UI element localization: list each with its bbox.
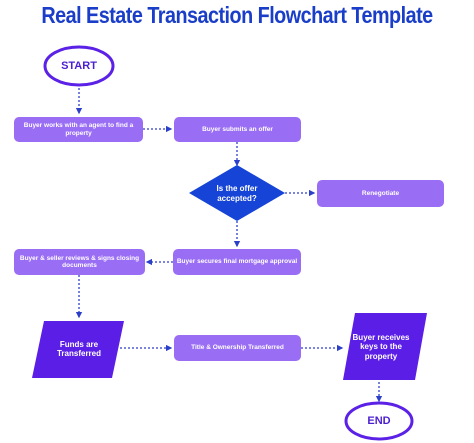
closing-label: Buyer & seller reviews & signs closing d… (19, 254, 140, 269)
end-label: END (367, 414, 391, 427)
page-title: Real Estate Transaction Flowchart Templa… (41, 2, 433, 28)
mortgage-box (173, 249, 301, 275)
decision-diamond (189, 165, 285, 221)
funds-parallelogram (32, 321, 124, 378)
offer-label: Buyer submits an offer (202, 125, 273, 133)
renegotiate-box (317, 180, 444, 207)
start-terminal (43, 45, 115, 87)
start-label: START (61, 59, 97, 72)
closing-box (14, 249, 145, 275)
offer-box (174, 117, 301, 142)
decision-label: Is the offer accepted? (216, 184, 258, 203)
keys-parallelogram (343, 313, 427, 380)
renegotiate-label: Renegotiate (361, 189, 400, 197)
mortgage-label: Buyer secures final mortgage approval (176, 258, 298, 266)
end-terminal (344, 401, 414, 441)
keys-label: Buyer receives keys to the property (352, 333, 410, 361)
title-transfer-label: Title & Ownership Transferred (191, 344, 284, 352)
title-transfer-box (174, 335, 301, 361)
agent-box (14, 117, 143, 142)
funds-label: Funds are Transferred (56, 339, 102, 358)
agent-label: Buyer works with an agent to find a prop… (23, 122, 134, 137)
